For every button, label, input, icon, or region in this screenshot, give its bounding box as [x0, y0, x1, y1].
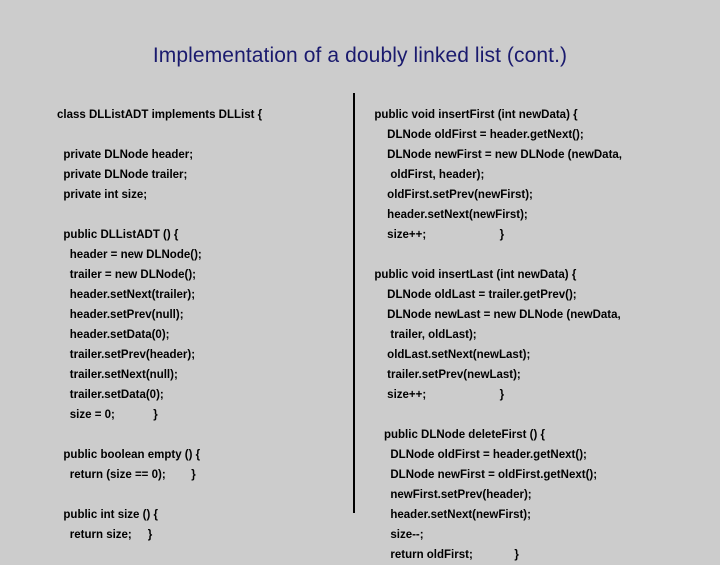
delete-first-method: public DLNode deleteFirst () { DLNode ol… — [368, 425, 713, 565]
code-line: trailer.setPrev(newLast); — [368, 369, 521, 381]
code-line: trailer.setData(0); — [57, 389, 164, 401]
code-line: public DLListADT () { — [57, 229, 179, 241]
code-line: DLNode newFirst = new DLNode (newData, — [368, 149, 622, 161]
code-line: header.setNext(newFirst); — [368, 209, 528, 221]
left-code-column: class DLListADT implements DLList { priv… — [57, 105, 347, 545]
code-line: size++; } — [368, 229, 505, 241]
code-line: size++; } — [368, 389, 505, 401]
field-declarations: private DLNode header; private DLNode tr… — [57, 145, 347, 205]
code-line: trailer.setNext(null); — [57, 369, 178, 381]
empty-method: public boolean empty () { return (size =… — [57, 445, 347, 485]
right-code-column: public void insertFirst (int newData) { … — [368, 105, 713, 565]
code-line: DLNode newLast = new DLNode (newData, — [368, 309, 621, 321]
code-blank-line — [57, 125, 347, 145]
column-divider — [353, 93, 355, 513]
class-declaration: class DLListADT implements DLList { — [57, 105, 347, 125]
code-blank-line — [57, 205, 347, 225]
page-title: Implementation of a doubly linked list (… — [152, 44, 568, 67]
code-line: private int size; — [57, 189, 148, 201]
code-line: oldFirst, header); — [368, 169, 485, 181]
code-line: oldFirst.setPrev(newFirst); — [368, 189, 533, 201]
code-line: size--; — [368, 529, 424, 541]
code-line: newFirst.setPrev(header); — [368, 489, 532, 501]
insert-first-method: public void insertFirst (int newData) { … — [368, 105, 713, 245]
code-line: class DLListADT implements DLList { — [57, 109, 263, 121]
constructor: public DLListADT () { header = new DLNod… — [57, 225, 347, 425]
code-blank-line — [368, 245, 713, 265]
code-line: return size; } — [57, 529, 153, 541]
code-line: trailer = new DLNode(); — [57, 269, 196, 281]
code-line: trailer.setPrev(header); — [57, 349, 196, 361]
code-blank-line — [368, 405, 713, 425]
code-line: public int size () { — [57, 509, 158, 521]
code-blank-line — [57, 485, 347, 505]
code-line: size = 0; } — [57, 409, 158, 421]
code-line: DLNode newFirst = oldFirst.getNext(); — [368, 469, 598, 481]
code-line: DLNode oldLast = trailer.getPrev(); — [368, 289, 577, 301]
code-line: oldLast.setNext(newLast); — [368, 349, 531, 361]
presentation-slide: Implementation of a doubly linked list (… — [57, 44, 622, 561]
code-line: public DLNode deleteFirst () { — [368, 429, 545, 441]
size-method: public int size () { return size; } — [57, 505, 347, 545]
code-line: header.setNext(trailer); — [57, 289, 196, 301]
code-line: return oldFirst; } — [368, 549, 519, 561]
code-line: return (size == 0); } — [57, 469, 196, 481]
code-line: header.setNext(newFirst); — [368, 509, 531, 521]
code-line: public boolean empty () { — [57, 449, 201, 461]
code-line: public void insertFirst (int newData) { — [368, 109, 578, 121]
insert-last-method: public void insertLast (int newData) { D… — [368, 265, 713, 405]
code-line: header.setData(0); — [57, 329, 170, 341]
code-line: public void insertLast (int newData) { — [368, 269, 577, 281]
code-line: private DLNode header; — [57, 149, 194, 161]
code-line: DLNode oldFirst = header.getNext(); — [368, 129, 584, 141]
code-line: trailer, oldLast); — [368, 329, 477, 341]
code-blank-line — [57, 425, 347, 445]
code-line: private DLNode trailer; — [57, 169, 188, 181]
code-line: header = new DLNode(); — [57, 249, 202, 261]
code-line: header.setPrev(null); — [57, 309, 184, 321]
code-line: DLNode oldFirst = header.getNext(); — [368, 449, 587, 461]
